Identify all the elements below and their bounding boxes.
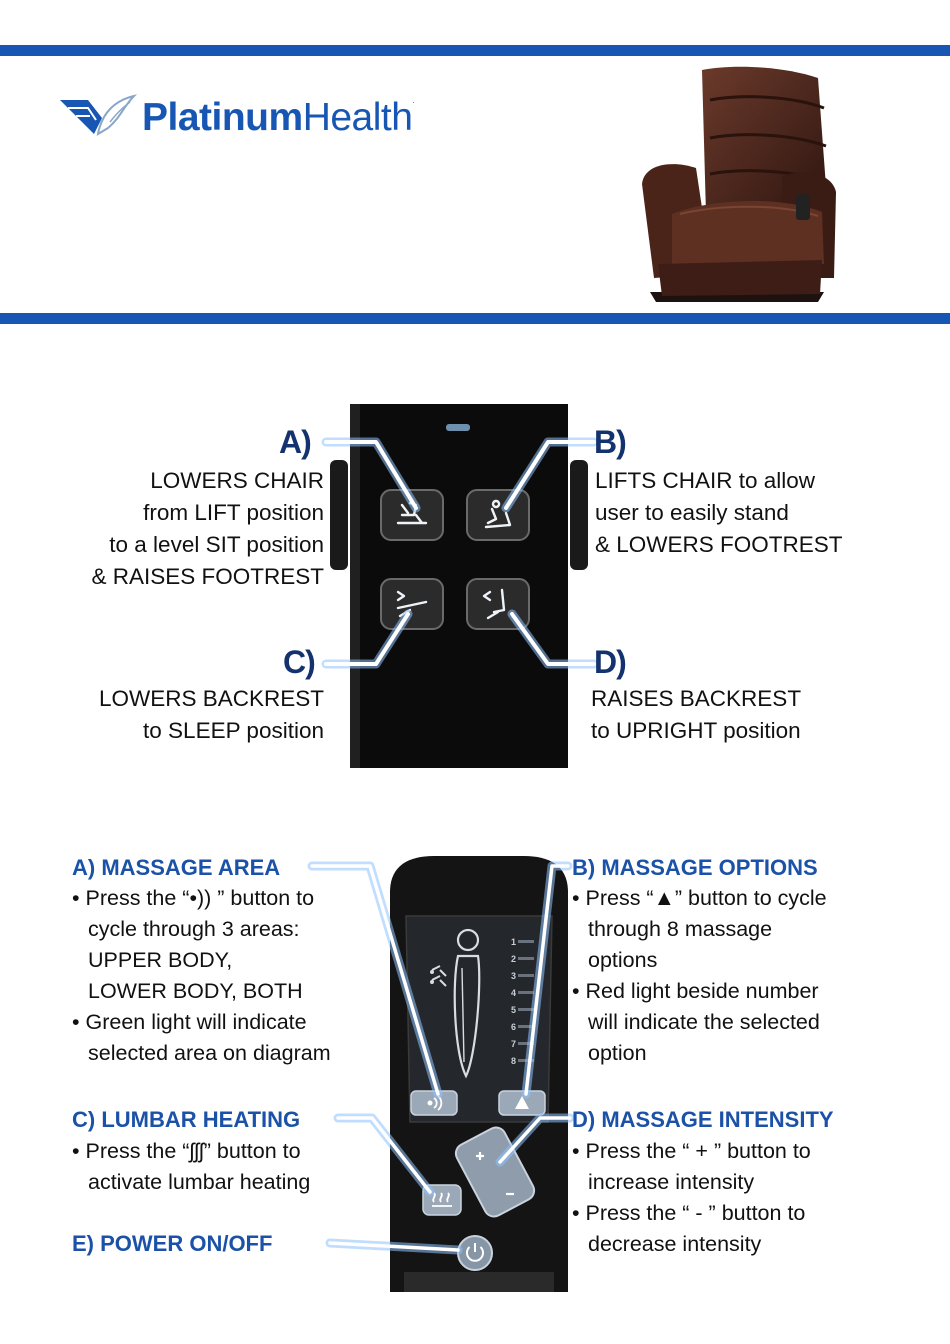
- callout-a-line: LOWERS CHAIR: [150, 468, 324, 493]
- callout-c-letter: C): [283, 644, 316, 680]
- callout-a-line: from LIFT position: [143, 500, 324, 525]
- callout-b-line: LIFTS CHAIR to allow: [595, 468, 816, 493]
- massage-intensity-heading: D) MASSAGE INTENSITY: [572, 1107, 834, 1132]
- instruction-line: selected area on diagram: [88, 1041, 331, 1065]
- massage-intensity-instructions: • Press the “ + ” button to increase int…: [572, 1136, 811, 1260]
- instruction-line: option: [588, 1041, 647, 1065]
- instruction-line: through 8 massage: [588, 917, 773, 941]
- callout-d-line: RAISES BACKREST: [591, 686, 802, 711]
- remote-2-callout-lines: [307, 861, 575, 1255]
- instruction-line: activate lumbar heating: [88, 1170, 311, 1194]
- instruction-line: decrease intensity: [588, 1232, 762, 1256]
- instruction-line: • Press the “ + ” button to: [572, 1139, 811, 1163]
- level-number: 2: [510, 954, 516, 964]
- massage-options-heading: B) MASSAGE OPTIONS: [572, 855, 818, 880]
- massage-level-scale: 1 2 3 4 5 6 7 8: [504, 934, 516, 1070]
- logo-wing-icon: [60, 94, 138, 136]
- callout-c-description: LOWERS BACKREST to SLEEP position: [99, 683, 324, 747]
- level-number: 4: [510, 988, 516, 998]
- level-number: 8: [510, 1056, 516, 1066]
- massage-area-instructions: • Press the “•)) ” button to cycle throu…: [72, 883, 331, 1069]
- callout-a-line: & RAISES FOOTREST: [91, 564, 324, 589]
- remote-1-callout-lines: [321, 437, 599, 669]
- top-rule: [0, 45, 950, 56]
- brand-name-light: Health: [302, 96, 413, 139]
- brand-logo: PlatinumHealth.: [142, 96, 415, 140]
- level-number: 1: [510, 937, 516, 947]
- instruction-line: LOWER BODY, BOTH: [88, 979, 303, 1003]
- callout-c-line: to SLEEP position: [143, 718, 324, 743]
- instruction-line: • Press the “•)) ” button to: [72, 886, 315, 910]
- callout-b-line: user to easily stand: [595, 500, 789, 525]
- level-number: 3: [510, 971, 516, 981]
- massage-intensity-rocker[interactable]: [454, 1126, 536, 1218]
- callout-a-letter: A): [279, 424, 312, 460]
- massage-area-heading: A) MASSAGE AREA: [72, 855, 281, 880]
- callout-d-description: RAISES BACKREST to UPRIGHT position: [591, 683, 801, 747]
- brand-name-bold: Platinum: [142, 96, 303, 139]
- callout-b-line: & LOWERS FOOTREST: [595, 532, 843, 557]
- level-number: 5: [510, 1005, 516, 1015]
- instruction-line: increase intensity: [588, 1170, 755, 1194]
- lift-chair-photo: [642, 66, 836, 302]
- lumbar-heating-heading: C) LUMBAR HEATING: [72, 1107, 301, 1132]
- level-number: 6: [510, 1022, 516, 1032]
- callout-a-line: to a level SIT position: [109, 532, 324, 557]
- instruction-line: will indicate the selected: [588, 1010, 820, 1034]
- brand-mark: .: [412, 96, 415, 105]
- instruction-line: • Red light beside number: [572, 979, 819, 1003]
- bottom-rule: [0, 313, 950, 324]
- instruction-line: • Green light will indicate: [72, 1010, 307, 1034]
- instruction-line: • Press “▲” button to cycle: [572, 886, 827, 910]
- instruction-line: UPPER BODY,: [88, 948, 233, 972]
- instruction-line: • Press the “ - ” button to: [572, 1201, 806, 1225]
- level-number: 7: [510, 1039, 516, 1049]
- callout-d-letter: D): [594, 644, 627, 680]
- power-heading: E) POWER ON/OFF: [72, 1231, 273, 1256]
- callout-b-description: LIFTS CHAIR to allow user to easily stan…: [595, 465, 843, 561]
- callout-a-description: LOWERS CHAIR from LIFT position to a lev…: [91, 465, 324, 593]
- lower-backrest-button[interactable]: [380, 578, 444, 630]
- instruction-line: options: [588, 948, 658, 972]
- instruction-line: • Press the “ʃʃʃ” button to: [72, 1139, 301, 1163]
- instruction-line: cycle through 3 areas:: [88, 917, 300, 941]
- lower-chair-button[interactable]: [380, 489, 444, 541]
- massage-options-instructions: • Press “▲” button to cycle through 8 ma…: [572, 883, 827, 1069]
- lumbar-heating-instructions: • Press the “ʃʃʃ” button to activate lum…: [72, 1136, 310, 1198]
- callout-b-letter: B): [594, 424, 627, 460]
- callout-c-line: LOWERS BACKREST: [98, 686, 324, 711]
- callout-d-line: to UPRIGHT position: [591, 718, 801, 743]
